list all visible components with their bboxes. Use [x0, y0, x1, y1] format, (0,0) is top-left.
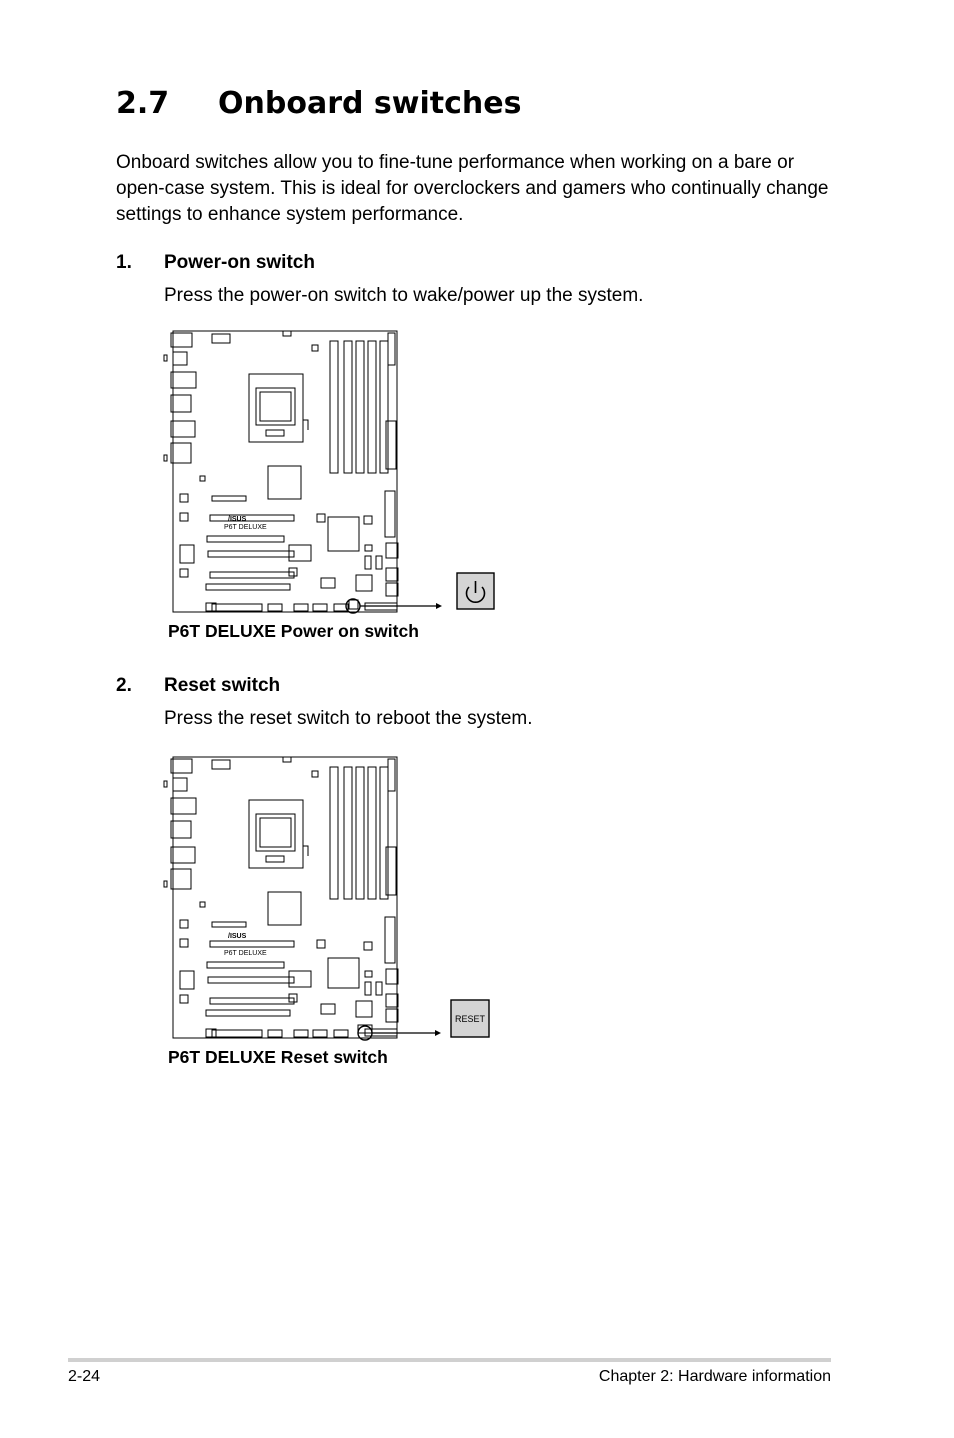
- board-outline: [172, 330, 398, 613]
- board-label: P6T DELUXE: [224, 524, 267, 531]
- item-description-power: Press the power-on switch to wake/power …: [164, 285, 644, 306]
- motherboard-diagram-reset: RESET /ISUS P6T DELUXE: [163, 756, 490, 1041]
- section-heading: Onboard switches: [218, 86, 522, 121]
- power-icon: [465, 586, 486, 603]
- reset-button-shape: [450, 999, 490, 1038]
- chapter-title: Chapter 2: Hardware information: [598, 1368, 831, 1385]
- footer-divider: [68, 1358, 831, 1362]
- board-logo: /ISUS: [228, 933, 247, 940]
- board-logo: /ISUS: [228, 516, 247, 523]
- section-number: 2.7: [116, 86, 170, 121]
- intro-paragraph: Onboard switches allow you to fine-tune …: [116, 152, 829, 225]
- item-heading-reset: 2.Reset switch: [116, 675, 281, 696]
- board-label: P6T DELUXE: [224, 950, 267, 957]
- page-number: 2-24: [68, 1368, 101, 1385]
- motherboard-diagram-power: /ISUS P6T DELUXE: [163, 330, 495, 614]
- section-title: 2.7 Onboard switches: [116, 86, 521, 121]
- caption-power: P6T DELUXE Power on switch: [168, 621, 419, 641]
- item-heading-power: 1.Power-on switch: [116, 252, 315, 273]
- item-description-reset: Press the reset switch to reboot the sys…: [164, 708, 533, 729]
- caption-reset: P6T DELUXE Reset switch: [168, 1047, 388, 1067]
- board-outline: [172, 756, 398, 1039]
- reset-button-label: RESET: [455, 1014, 486, 1024]
